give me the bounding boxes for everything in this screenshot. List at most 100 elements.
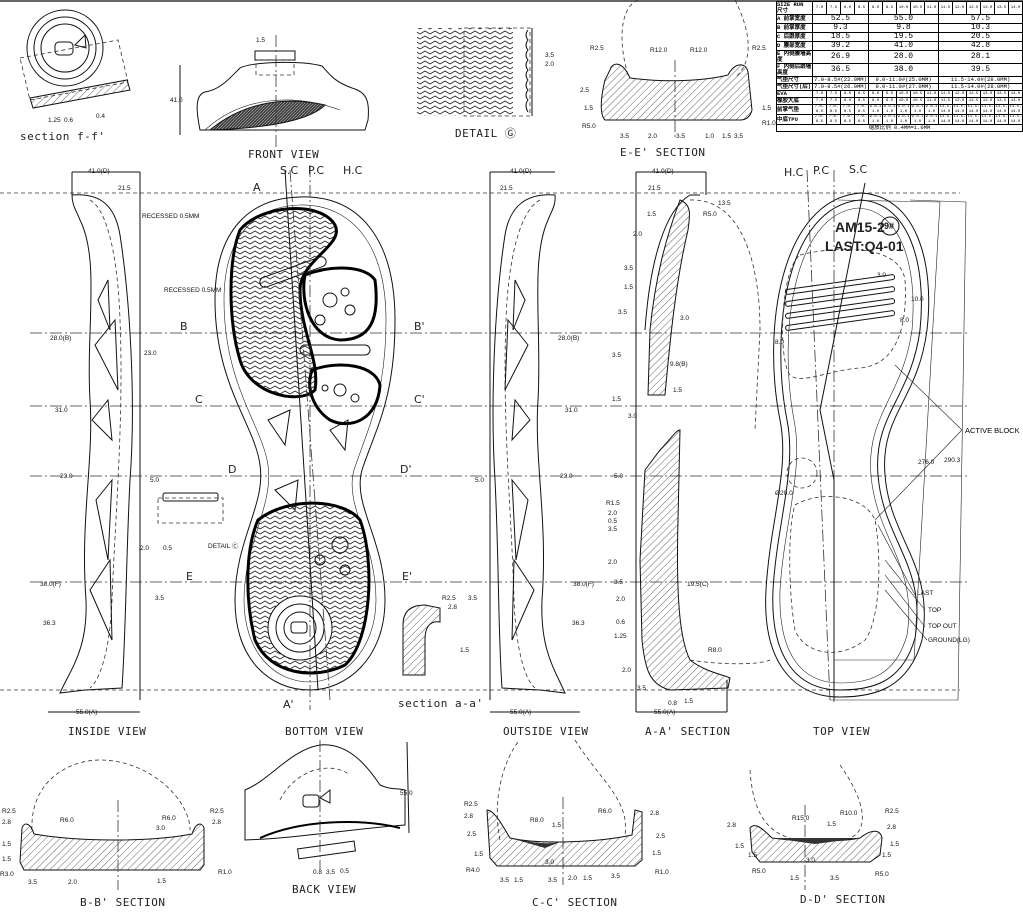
dim-label: 1.5	[612, 396, 621, 403]
dim-label: R6.0	[60, 817, 74, 824]
dim-label: 38.0(F)	[573, 581, 594, 588]
top-view: H.C P.C S.C AM15-2 9# LAST:Q4-01 3.0 10.…	[765, 163, 1020, 738]
dim-label: 3.0	[806, 857, 815, 864]
table-cell: 9.0	[868, 1, 883, 15]
dim-label: 2.0	[616, 596, 625, 603]
dim-label: 23.0	[60, 473, 73, 480]
table-footer-row: 缩放比例 0.4MM=1.0MM	[776, 124, 1023, 132]
size-badge	[880, 216, 900, 236]
section-mark: E'	[402, 570, 412, 583]
table-cell: 中底TPU	[776, 114, 813, 125]
dim-label: 55.0(A)	[654, 709, 675, 716]
section-mark: B'	[414, 320, 425, 333]
table-cell: 14.0	[1008, 97, 1023, 105]
table-cell: 8.0	[840, 90, 855, 98]
dim-label: 1.5	[882, 852, 891, 859]
table-cell: 11.5-14.0	[966, 104, 981, 115]
inside-view: 41.0(D) 21.5 RECESSED 0.5MM RECESSED 0.5…	[40, 168, 239, 738]
section-aa-small: R2.5 2.8 1.5 section a-a'	[398, 595, 483, 710]
dim-label: 3.5	[624, 265, 633, 272]
dim-label: 2.8	[2, 819, 11, 826]
dim-label: 1.5	[514, 877, 523, 884]
table-cell: 12.0	[952, 1, 967, 15]
table-cell: 9.0-11.0	[868, 104, 883, 115]
view-title: DETAIL Ⓖ	[455, 127, 516, 140]
dim-label: R15.0	[792, 815, 810, 822]
table-cell: 9.0-11.0	[868, 114, 883, 125]
table-cell: 11.0	[924, 97, 939, 105]
table-cell: 11.5-14.0	[1008, 114, 1023, 125]
dim-label: 2.8	[650, 810, 659, 817]
dim-label: 3.0	[545, 859, 554, 866]
table-cell: 11.5-14.0	[1008, 104, 1023, 115]
dim-label: R6.0	[598, 808, 612, 815]
view-title: BOTTOM VIEW	[285, 725, 363, 738]
dim-label: R1.0	[218, 869, 232, 876]
dim-label: 21.5	[648, 185, 661, 192]
section-mark: C'	[414, 393, 425, 406]
table-cell: 26.9	[812, 50, 869, 64]
table-cell: 13.0	[980, 97, 995, 105]
dim-label: R12.0	[690, 47, 708, 54]
dim-label: 9.8(B)	[670, 361, 688, 368]
dim-label: 3.5	[611, 873, 620, 880]
dim-label: 3.0	[680, 315, 689, 322]
dim-label: 41.0(D)	[88, 168, 110, 175]
dim-label: 2.5	[580, 87, 589, 94]
bottom-view: S.C P.C H.C A A' B B' C C' D D' E E' BOT…	[180, 164, 425, 738]
view-title: INSIDE VIEW	[68, 725, 146, 738]
dim-label: 3.5	[28, 879, 37, 886]
size-label: 9#	[884, 221, 894, 231]
dim-label: R2.5	[590, 45, 604, 52]
dim-label: 1.0	[705, 133, 714, 140]
table-cell: 7.0	[812, 97, 827, 105]
table-cell: 10.5	[910, 97, 925, 105]
ee-section: R2.5 R12.0 R12.0 R2.5 2.5 1.5 1.5 R5.0 R…	[580, 0, 776, 159]
dim-label: 2.0	[608, 510, 617, 517]
dim-label: 2.5	[467, 831, 476, 838]
dim-label: 3.0	[156, 825, 165, 832]
dim-label: 13.5	[718, 200, 731, 207]
table-cell: 12.5	[966, 97, 981, 105]
view-title: A-A' SECTION	[645, 725, 730, 738]
table-cell: 41.0	[868, 41, 939, 51]
table-cell: 11.5-14.0#(28.0MM)	[938, 83, 1023, 91]
table-cell: 11.0	[924, 1, 939, 15]
callout-label: LAST	[917, 590, 933, 597]
dim-label: 1.5	[748, 852, 757, 859]
dim-label: 2.0	[545, 61, 554, 68]
table-cell: 38.0	[868, 63, 939, 77]
dim-label: R2.5	[464, 801, 478, 808]
table-cell: 8.0	[840, 97, 855, 105]
dim-label: 3.5	[468, 595, 477, 602]
dim-label: 55.0	[400, 790, 413, 797]
table-cell: 11.5-14.0	[938, 114, 953, 125]
view-title: section a-a'	[398, 697, 483, 710]
callout-label: TOP OUT	[928, 623, 957, 630]
logo-icon	[290, 621, 308, 634]
table-cell: 11.5-14.0	[952, 104, 967, 115]
table-cell: 14.0	[1008, 90, 1023, 98]
dim-label: R5.0	[875, 871, 889, 878]
dim-label: 3.5	[608, 526, 617, 533]
table-cell: 12.0	[952, 97, 967, 105]
dim-label: R6.0	[162, 815, 176, 822]
dim-label: 3.5	[548, 877, 557, 884]
dim-label: 1.5	[684, 698, 693, 705]
table-cell: 10.5	[910, 90, 925, 98]
callout-label: TOP	[928, 607, 941, 614]
dim-label: 0.6	[64, 117, 73, 124]
dim-label: 0.5	[163, 545, 172, 552]
table-cell: 7.0	[812, 90, 827, 98]
dim-label: R1.5	[606, 500, 620, 507]
view-title: E-E' SECTION	[620, 146, 705, 159]
table-cell: 11.5-14.0	[994, 104, 1009, 115]
dim-label: RECESSED 0.5MM	[142, 213, 199, 220]
table-cell: 7.0-8.5	[854, 114, 869, 125]
dim-label: 5.0	[475, 477, 484, 484]
dim-label: 1.5	[624, 284, 633, 291]
table-cell: 9.0-11.0	[882, 114, 897, 125]
dim-label: 1.5	[647, 211, 656, 218]
front-view: 1.5 41.0 FRONT VIEW	[170, 35, 369, 161]
view-title: section f-f'	[20, 130, 105, 143]
